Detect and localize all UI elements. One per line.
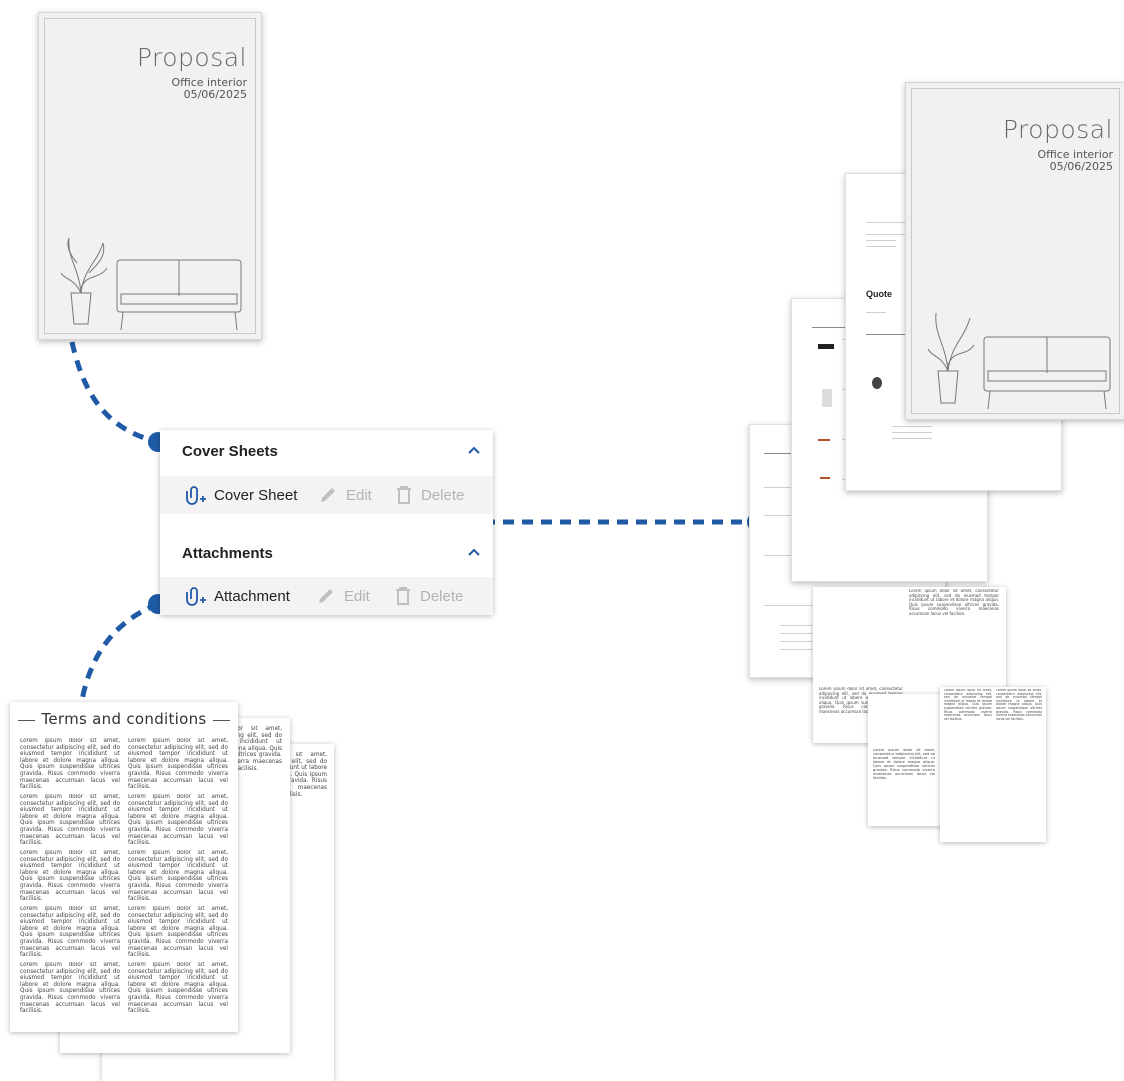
delete-cover-sheet-label: Delete bbox=[421, 486, 465, 504]
lorem-text: Lorem ipsum dolor sit amet, consectetur … bbox=[819, 687, 903, 714]
edit-cover-sheet-button[interactable]: Edit bbox=[318, 476, 372, 514]
add-attachment-button[interactable]: Attachment bbox=[186, 577, 290, 615]
paperclip-add-icon bbox=[186, 486, 206, 505]
chevron-up-icon[interactable] bbox=[467, 546, 481, 560]
delete-cover-sheet-button[interactable]: Delete bbox=[395, 476, 464, 514]
delete-attachment-label: Delete bbox=[420, 587, 464, 605]
quote-cover-title: Proposal bbox=[1002, 115, 1113, 144]
terms-page-small-3: Lorem ipsum dolor sit amet, consectetur … bbox=[940, 687, 1046, 842]
attachments-heading: Attachments bbox=[182, 545, 273, 562]
lorem-text: Lorem ipsum dolor sit amet, consectetur … bbox=[996, 689, 1042, 721]
cover-attachments-panel: Cover Sheets Cover Sheet Edit Delete Att… bbox=[160, 430, 493, 615]
lorem-text: Lorem ipsum dolor sit amet, consectetur … bbox=[128, 738, 228, 791]
pencil-icon bbox=[319, 589, 333, 603]
lorem-text: Lorem ipsum dolor sit amet, consectetur … bbox=[20, 794, 120, 847]
lorem-text: Lorem ipsum dolor sit amet, consectetur … bbox=[128, 850, 228, 903]
cover-sheets-heading: Cover Sheets bbox=[182, 443, 278, 460]
delete-attachment-button[interactable]: Delete bbox=[394, 577, 463, 615]
quote-heading: Quote bbox=[866, 289, 892, 299]
lorem-text: Lorem ipsum dolor sit amet, consectetur … bbox=[20, 738, 120, 791]
cover-sheets-header[interactable]: Cover Sheets bbox=[160, 430, 493, 474]
cover-sheet-preview: Proposal Office interior 05/06/2025 bbox=[38, 12, 262, 340]
plant-and-sofa-illustration bbox=[927, 312, 1111, 410]
lorem-text: Lorem ipsum dolor sit amet, consectetur … bbox=[128, 906, 228, 959]
attachments-toolbar: Attachment Edit Delete bbox=[160, 577, 493, 615]
quote-cover-subtitle: Office interior bbox=[1037, 148, 1113, 161]
lorem-text: Lorem ipsum dolor sit amet, consectetur … bbox=[128, 962, 228, 1015]
cover-date: 05/06/2025 bbox=[183, 88, 247, 101]
chevron-up-icon[interactable] bbox=[467, 444, 481, 458]
add-cover-sheet-label: Cover Sheet bbox=[214, 486, 298, 504]
terms-page-front: Terms and conditions Lorem ipsum dolor s… bbox=[10, 702, 238, 1032]
lorem-text: Lorem ipsum dolor sit amet, consectetur … bbox=[20, 906, 120, 959]
lorem-text: Lorem ipsum dolor sit amet, consectetur … bbox=[944, 689, 992, 721]
lorem-text: Lorem ipsum dolor sit amet, consectetur … bbox=[20, 962, 120, 1015]
lorem-text: Lorem ipsum dolor sit amet, consectetur … bbox=[128, 794, 228, 847]
paperclip-add-icon bbox=[186, 587, 206, 606]
quote-cover-date: 05/06/2025 bbox=[1049, 160, 1113, 173]
cover-sheets-toolbar: Cover Sheet Edit Delete bbox=[160, 476, 493, 514]
quote-cover-page: Proposal Office interior 05/06/2025 bbox=[905, 82, 1124, 420]
attachments-header[interactable]: Attachments bbox=[160, 532, 493, 576]
edit-cover-sheet-label: Edit bbox=[346, 486, 372, 504]
add-cover-sheet-button[interactable]: Cover Sheet bbox=[186, 476, 297, 514]
pencil-icon bbox=[321, 488, 335, 502]
edit-attachment-label: Edit bbox=[344, 587, 370, 605]
lorem-text: Lorem ipsum dolor sit amet, consectetur … bbox=[873, 748, 935, 780]
edit-attachment-button[interactable]: Edit bbox=[316, 577, 370, 615]
lorem-text: Lorem ipsum dolor sit amet, consectetur … bbox=[20, 850, 120, 903]
cover-title: Proposal bbox=[136, 43, 247, 72]
lorem-text: Lorem ipsum dolor sit amet, consectetur … bbox=[909, 589, 999, 616]
trash-icon bbox=[397, 486, 411, 504]
plant-and-sofa-illustration bbox=[60, 237, 242, 331]
cover-subtitle: Office interior bbox=[171, 76, 247, 89]
add-attachment-label: Attachment bbox=[214, 587, 290, 605]
terms-title: Terms and conditions bbox=[35, 710, 213, 728]
trash-icon bbox=[396, 587, 410, 605]
